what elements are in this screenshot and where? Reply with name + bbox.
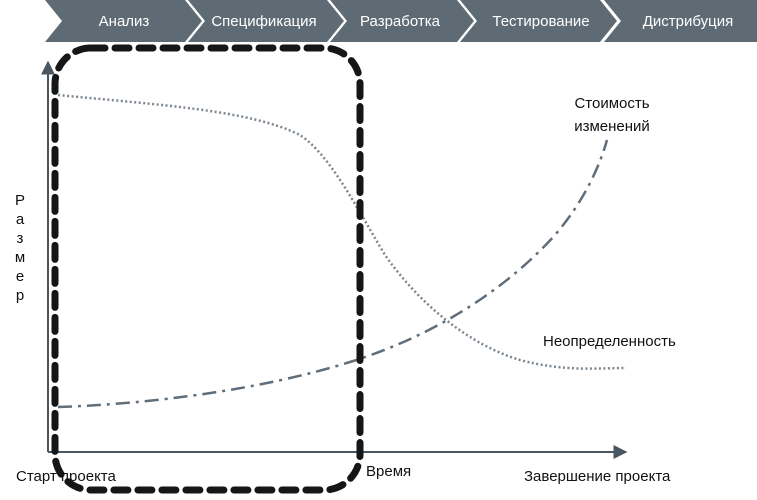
- x-axis-end-label: Завершение проекта: [524, 468, 671, 485]
- phase-specification-label: Спецификация: [211, 13, 316, 30]
- uncertainty-curve: [57, 93, 627, 370]
- y-axis-letter-3: з: [17, 230, 24, 247]
- phase-specification-shape: [188, 0, 344, 42]
- phase-development-shape: [330, 0, 474, 42]
- phase-analysis-shape: [45, 0, 202, 42]
- phase-specification: Спецификация: [188, 0, 344, 42]
- phase-development: Разработка: [330, 0, 474, 42]
- y-axis-letter-5: е: [16, 268, 24, 285]
- y-axis-letter-1: Р: [15, 192, 25, 209]
- phase-analysis: Анализ: [45, 0, 202, 42]
- phase-analysis-label: Анализ: [99, 13, 150, 30]
- x-axis-start-label: Старт проекта: [16, 468, 117, 485]
- phase-distribution-label: Дистрибуция: [643, 13, 733, 30]
- early-phase-highlight-box: [51, 44, 364, 494]
- y-axis-letter-2: а: [16, 211, 25, 228]
- cost-curve-label-line1: Стоимость: [574, 95, 649, 112]
- x-axis-time-label: Время: [366, 463, 411, 480]
- phase-bar: Анализ Спецификация Разработка Тестирова…: [45, 0, 757, 42]
- axes: [41, 60, 628, 459]
- uncertainty-curve-label: Неопределенность: [543, 333, 676, 350]
- phase-distribution: Дистрибуция: [604, 0, 757, 42]
- phase-distribution-shape: [604, 0, 757, 42]
- y-axis-letter-6: р: [16, 287, 24, 304]
- phase-testing: Тестирование: [460, 0, 617, 42]
- phase-development-label: Разработка: [360, 13, 441, 30]
- y-axis-letter-4: м: [15, 249, 25, 266]
- y-axis-label: Р а з м е р: [15, 192, 25, 304]
- phase-testing-shape: [460, 0, 617, 42]
- cost-curve-label-line2: изменений: [574, 118, 650, 135]
- phase-testing-label: Тестирование: [492, 13, 589, 30]
- cost-of-change-curve: [57, 139, 609, 409]
